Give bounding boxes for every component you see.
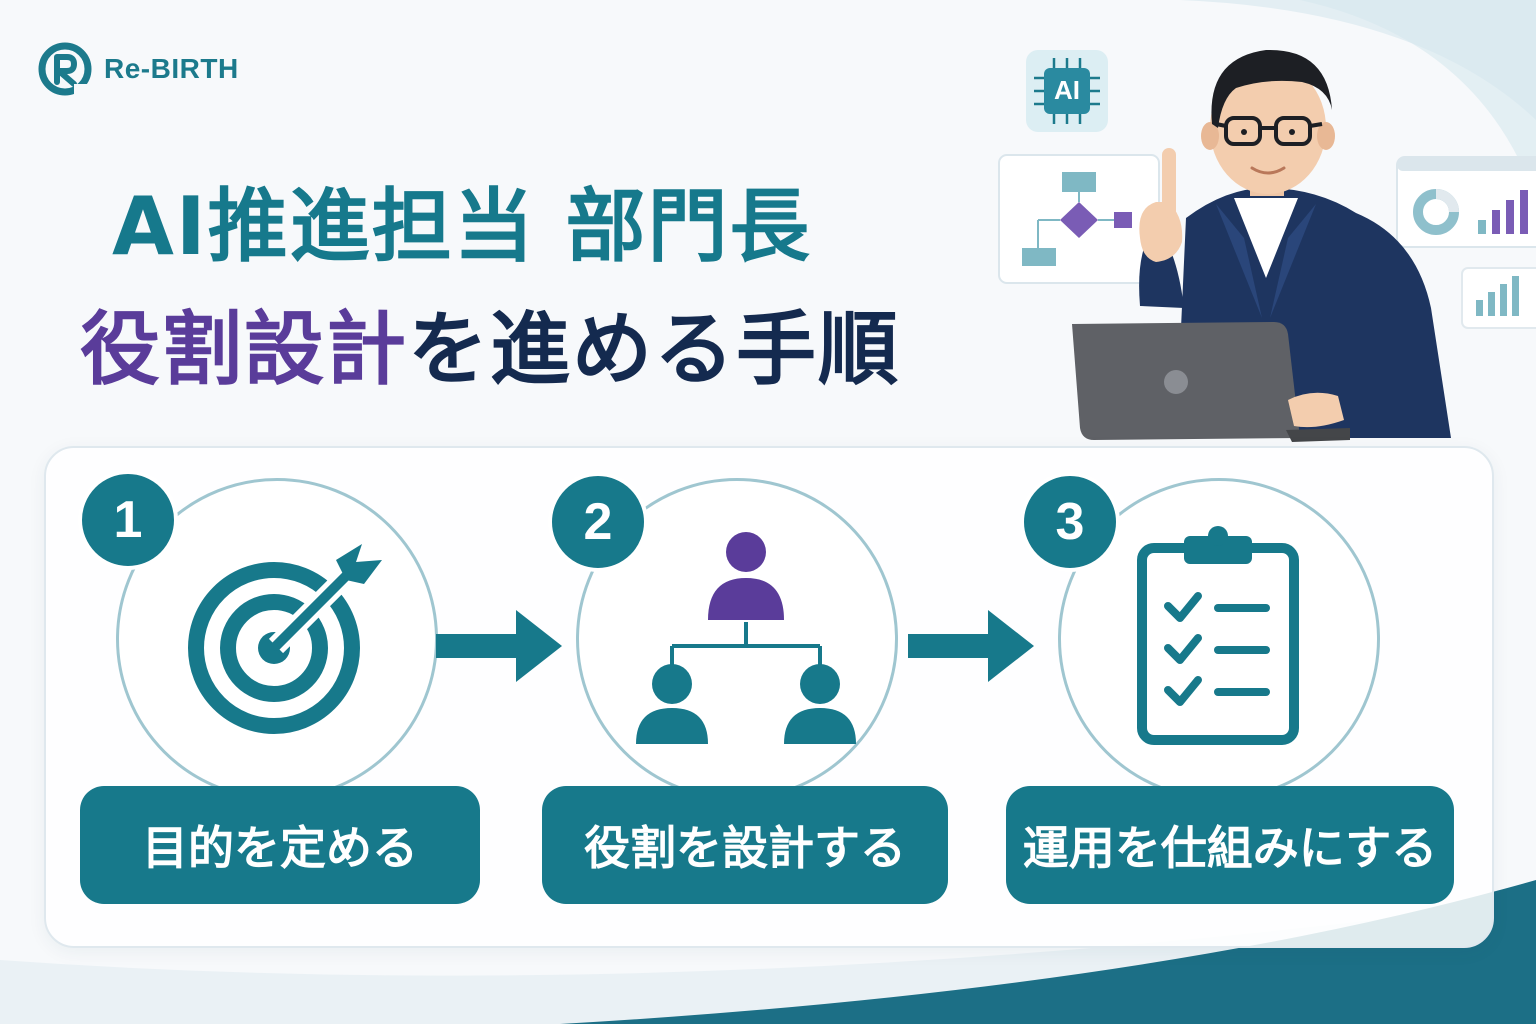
title-rest: を進める手順 [408, 303, 900, 396]
step-2-number-badge: 2 [548, 472, 648, 572]
step-1-label: 目的を定める [80, 786, 480, 904]
flowchart-card-illustration [998, 154, 1160, 284]
rebirth-logo-icon [38, 42, 92, 96]
step-1-number-badge: 1 [78, 470, 178, 570]
clipboard-checklist-icon [1137, 526, 1299, 745]
org-chart-icon [636, 532, 856, 744]
businessman-illustration [1072, 49, 1451, 442]
target-icon [188, 544, 382, 734]
step-2-label: 役割を設計する [542, 786, 948, 904]
title-highlight: 役割設計 [80, 303, 408, 396]
step-3-label: 運用を仕組みにする [1006, 786, 1454, 904]
step-3-number-badge: 3 [1020, 472, 1120, 572]
dashboard-card-illustration [1396, 156, 1536, 329]
ai-chip-icon: AI [1024, 48, 1110, 138]
brand-logo[interactable]: Re-BIRTH [36, 40, 239, 98]
ai-chip-label: AI [1054, 75, 1080, 105]
title-line-1: AI推進担当 部門長 [112, 180, 812, 273]
title-line-2: 役割設計を進める手順 [80, 285, 900, 401]
arrow-right-icon [436, 610, 562, 682]
brand-name: Re-BIRTH [104, 53, 239, 84]
arrow-right-icon [908, 610, 1034, 682]
